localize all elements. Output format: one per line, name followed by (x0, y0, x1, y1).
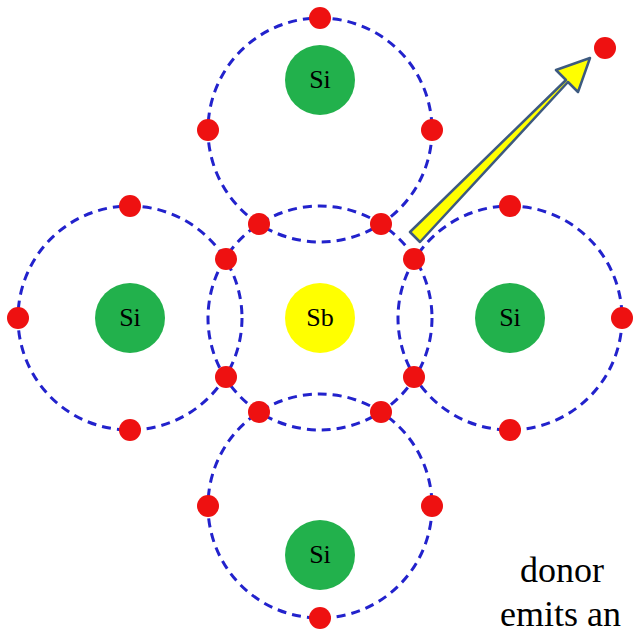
bond-electron (370, 401, 392, 423)
electron-dot (119, 419, 141, 441)
electron-dot (611, 307, 633, 329)
caption-text: emits an (500, 594, 621, 635)
electron-dot (309, 7, 331, 29)
bond-electron (403, 248, 425, 270)
electron-dot (421, 119, 443, 141)
electron-dot (197, 119, 219, 141)
electron-dot (119, 195, 141, 217)
bond-electron (403, 366, 425, 388)
atom-symbol: Si (309, 540, 331, 570)
bond-electron (215, 366, 237, 388)
emission-arrow (410, 58, 590, 242)
orbit-ring (208, 206, 432, 430)
atom-symbol: Si (119, 303, 141, 333)
electron-dot (421, 495, 443, 517)
caption-text: donor (520, 550, 604, 591)
antimony-atom: Sb (285, 283, 355, 353)
bond-electron (248, 213, 270, 235)
electron-dot (7, 307, 29, 329)
silicon-atom: Si (285, 45, 355, 115)
electron-dot (309, 607, 331, 629)
electron-dot (197, 495, 219, 517)
orbit-ring (208, 394, 432, 618)
silicon-atom: Si (475, 283, 545, 353)
bond-electron (215, 248, 237, 270)
silicon-atom: Si (95, 283, 165, 353)
electron-dot (499, 195, 521, 217)
atom-symbol: Sb (306, 303, 333, 333)
bond-electron (248, 401, 270, 423)
atom-symbol: Si (309, 65, 331, 95)
silicon-atom: Si (285, 520, 355, 590)
atom-symbol: Si (499, 303, 521, 333)
free-electron (594, 37, 616, 59)
bond-electron (370, 213, 392, 235)
orbit-ring (208, 18, 432, 242)
electron-dot (499, 419, 521, 441)
